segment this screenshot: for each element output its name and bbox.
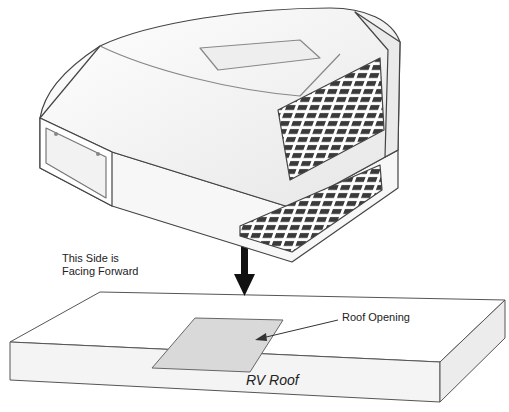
leader-arrow	[255, 320, 338, 341]
part-label: Roof Opening	[342, 311, 410, 324]
orientation-note: This Side is Facing Forward	[62, 252, 144, 277]
air-conditioner-unit	[40, 8, 400, 262]
roof-opening	[152, 318, 283, 372]
surface-label: RV Roof	[246, 372, 299, 388]
rv-roof	[10, 292, 505, 402]
